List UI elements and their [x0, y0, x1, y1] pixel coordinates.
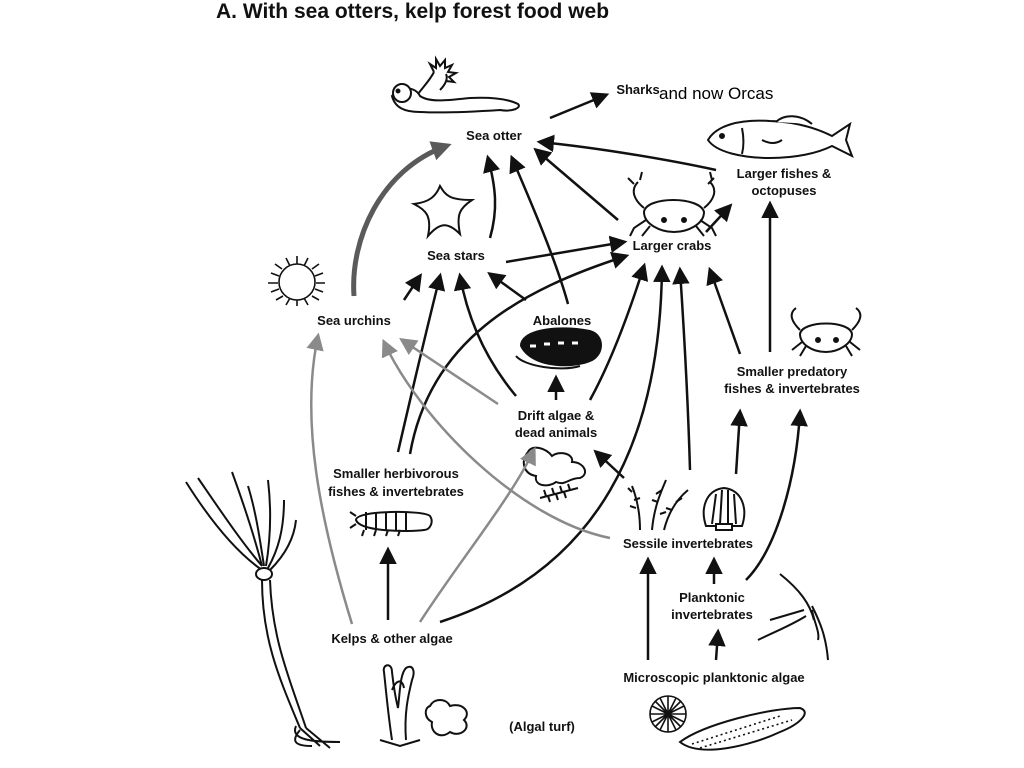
food-web-arrows	[306, 92, 808, 661]
abalone-illustration	[515, 327, 602, 370]
drift-algae-illustration	[522, 446, 587, 503]
sessile-illustration	[627, 479, 746, 531]
node-larger-fishes-line1: Larger fishes &	[736, 166, 832, 181]
node-smaller-herbivorous-line1: Smaller herbivorous	[333, 466, 459, 481]
crab-illustration-large	[627, 171, 717, 237]
fish-illustration	[706, 115, 854, 160]
node-planktonic-line2: invertebrates	[671, 607, 753, 622]
node-drift-algae-line2: dead animals	[514, 425, 598, 440]
crab-illustration-small	[790, 307, 862, 357]
node-smaller-predatory-line2: fishes & invertebrates	[724, 381, 860, 396]
node-larger-crabs: Larger crabs	[632, 238, 712, 253]
node-sharks: Sharks	[616, 82, 660, 97]
node-smaller-herbivorous-line2: fishes & invertebrates	[328, 484, 464, 499]
sea-urchin-illustration	[268, 256, 325, 306]
node-sea-stars: Sea stars	[427, 248, 485, 263]
algae-turf-illustration	[379, 664, 468, 748]
diatom-illustration	[649, 695, 806, 751]
sea-star-illustration	[410, 183, 476, 240]
node-sea-otter: Sea otter	[466, 128, 522, 143]
sea-otter-illustration	[390, 55, 520, 114]
kelp-illustration	[185, 471, 341, 749]
node-larger-fishes-line2: octopuses	[751, 183, 817, 198]
node-algal-turf: (Algal turf)	[509, 719, 575, 734]
node-sea-urchins: Sea urchins	[317, 313, 391, 328]
node-kelps: Kelps & other algae	[331, 631, 453, 646]
node-drift-algae-line1: Drift algae &	[517, 408, 595, 423]
node-microscopic-algae: Microscopic planktonic algae	[623, 670, 805, 685]
node-planktonic-line1: Planktonic	[679, 590, 745, 605]
node-abalones: Abalones	[532, 313, 592, 328]
diagram-title: A. With sea otters, kelp forest food web	[216, 0, 610, 23]
copepod-illustration	[757, 573, 829, 661]
node-smaller-predatory-line1: Smaller predatory	[736, 364, 848, 379]
isopod-illustration	[349, 510, 433, 537]
node-sessile-invertebrates: Sessile invertebrates	[622, 536, 754, 551]
annotation-orcas: and now Orcas	[659, 84, 774, 103]
